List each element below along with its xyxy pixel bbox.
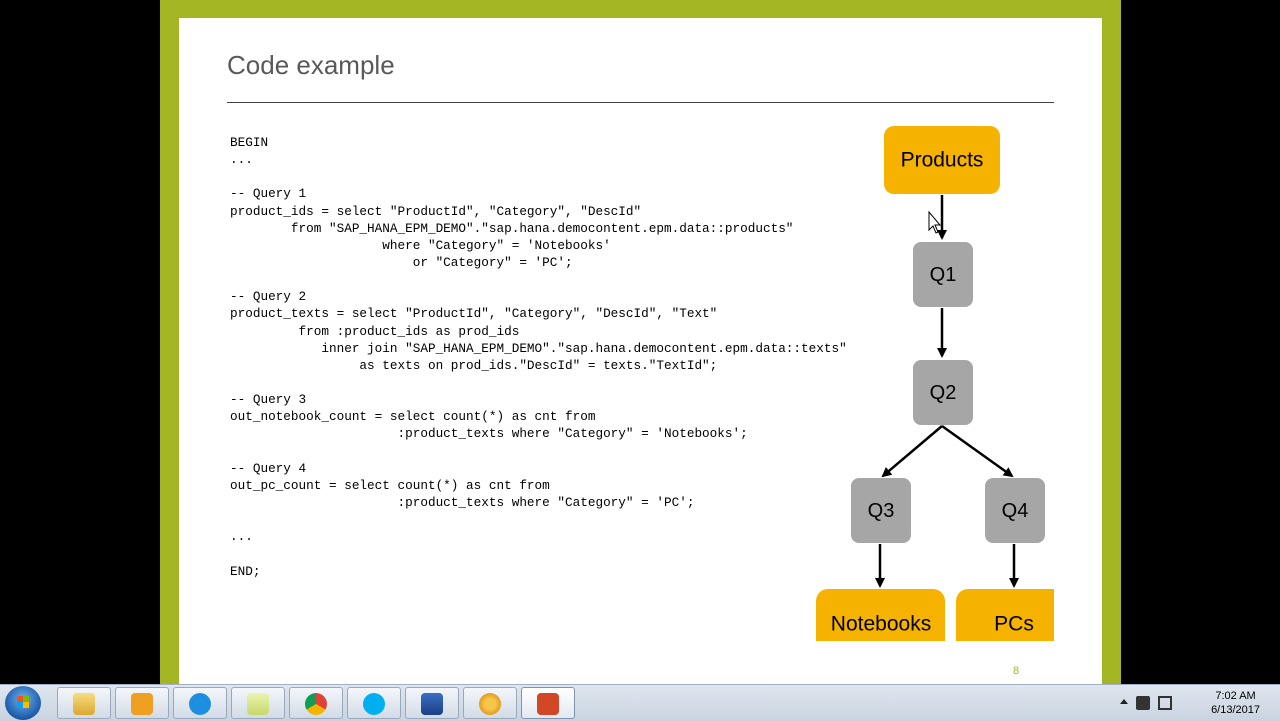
- taskbar-settings-flower[interactable]: [463, 687, 517, 719]
- taskbar-internet-explorer[interactable]: [173, 687, 227, 719]
- settings-flower-icon: [479, 693, 501, 715]
- code-line: END;: [230, 563, 261, 579]
- taskbar-powerpoint[interactable]: [521, 687, 575, 719]
- code-line: :product_texts where "Category" = 'PC';: [230, 494, 695, 510]
- node-q4-label: Q4: [1002, 500, 1029, 522]
- node-q3-label: Q3: [868, 500, 895, 522]
- clock[interactable]: 7:02 AM 6/13/2017: [1211, 689, 1260, 717]
- code-line: out_pc_count = select count(*) as cnt fr…: [230, 477, 550, 493]
- node-q2-label: Q2: [930, 382, 957, 404]
- node-pcs: PCs: [956, 589, 1054, 641]
- code-line: out_notebook_count = select count(*) as …: [230, 409, 596, 425]
- windows-logo-icon: [17, 696, 29, 708]
- code-line: as texts on prod_ids."DescId" = texts."T…: [230, 357, 718, 373]
- code-line: product_ids = select "ProductId", "Categ…: [230, 203, 642, 219]
- skype-icon: [363, 693, 385, 715]
- edge-q2-q3: [881, 425, 943, 478]
- code-line: ...: [230, 152, 253, 168]
- code-line: or "Category" = 'PC';: [230, 254, 573, 270]
- taskbar-folder[interactable]: [231, 687, 285, 719]
- code-line: product_texts = select "ProductId", "Cat…: [230, 306, 718, 322]
- show-hidden-icons-icon[interactable]: [1120, 699, 1128, 704]
- slide-title: Code example: [227, 50, 395, 80]
- node-notebooks: Notebooks: [816, 589, 945, 641]
- query-flow-diagram: Products Q1 Q2 Q3 Q4 Notebooks PCs: [816, 126, 1054, 641]
- node-products-label: Products: [901, 149, 984, 172]
- code-line: -- Query 1: [230, 186, 307, 202]
- outlook-icon: [131, 693, 153, 715]
- code-line: ...: [230, 529, 253, 545]
- node-q4: Q4: [985, 478, 1045, 543]
- title-divider: [227, 102, 1054, 103]
- node-pcs-label: PCs: [994, 613, 1034, 636]
- code-line: from :product_ids as prod_ids: [230, 323, 520, 339]
- node-q1-label: Q1: [930, 264, 957, 286]
- taskbar-remote-desktop[interactable]: [405, 687, 459, 719]
- code-line: BEGIN: [230, 135, 269, 150]
- node-q1: Q1: [913, 242, 973, 307]
- clock-date: 6/13/2017: [1211, 704, 1260, 716]
- folder-icon: [247, 693, 269, 715]
- code-line: inner join "SAP_HANA_EPM_DEMO"."sap.hana…: [230, 340, 847, 356]
- code-line: -- Query 3: [230, 392, 307, 408]
- taskbar-chrome[interactable]: [289, 687, 343, 719]
- taskbar: 7:02 AM 6/13/2017: [0, 684, 1280, 721]
- code-line: -- Query 4: [230, 460, 307, 476]
- power-icon[interactable]: [1136, 696, 1150, 710]
- node-products: Products: [884, 126, 1000, 194]
- explorer-icon: [73, 693, 95, 715]
- code-line: from "SAP_HANA_EPM_DEMO"."sap.hana.democ…: [230, 220, 794, 236]
- system-tray: 7:02 AM 6/13/2017: [1120, 685, 1280, 721]
- code-line: :product_texts where "Category" = 'Noteb…: [230, 426, 748, 442]
- taskbar-explorer[interactable]: [57, 687, 111, 719]
- slide-page-number: 8: [1013, 665, 1020, 677]
- node-q3: Q3: [851, 478, 911, 543]
- clock-time: 7:02 AM: [1215, 690, 1256, 702]
- start-button[interactable]: [5, 686, 41, 720]
- chrome-icon: [305, 693, 327, 715]
- internet-explorer-icon: [189, 693, 211, 715]
- remote-desktop-icon: [421, 693, 443, 715]
- code-line: -- Query 2: [230, 289, 307, 305]
- network-icon[interactable]: [1158, 696, 1172, 710]
- edge-q2-q4: [941, 424, 1014, 478]
- node-notebooks-label: Notebooks: [831, 613, 931, 636]
- mouse-cursor-icon: [928, 210, 942, 234]
- taskbar-outlook[interactable]: [115, 687, 169, 719]
- code-line: where "Category" = 'Notebooks': [230, 237, 611, 253]
- node-q2: Q2: [913, 360, 973, 425]
- powerpoint-icon: [537, 693, 559, 715]
- taskbar-skype[interactable]: [347, 687, 401, 719]
